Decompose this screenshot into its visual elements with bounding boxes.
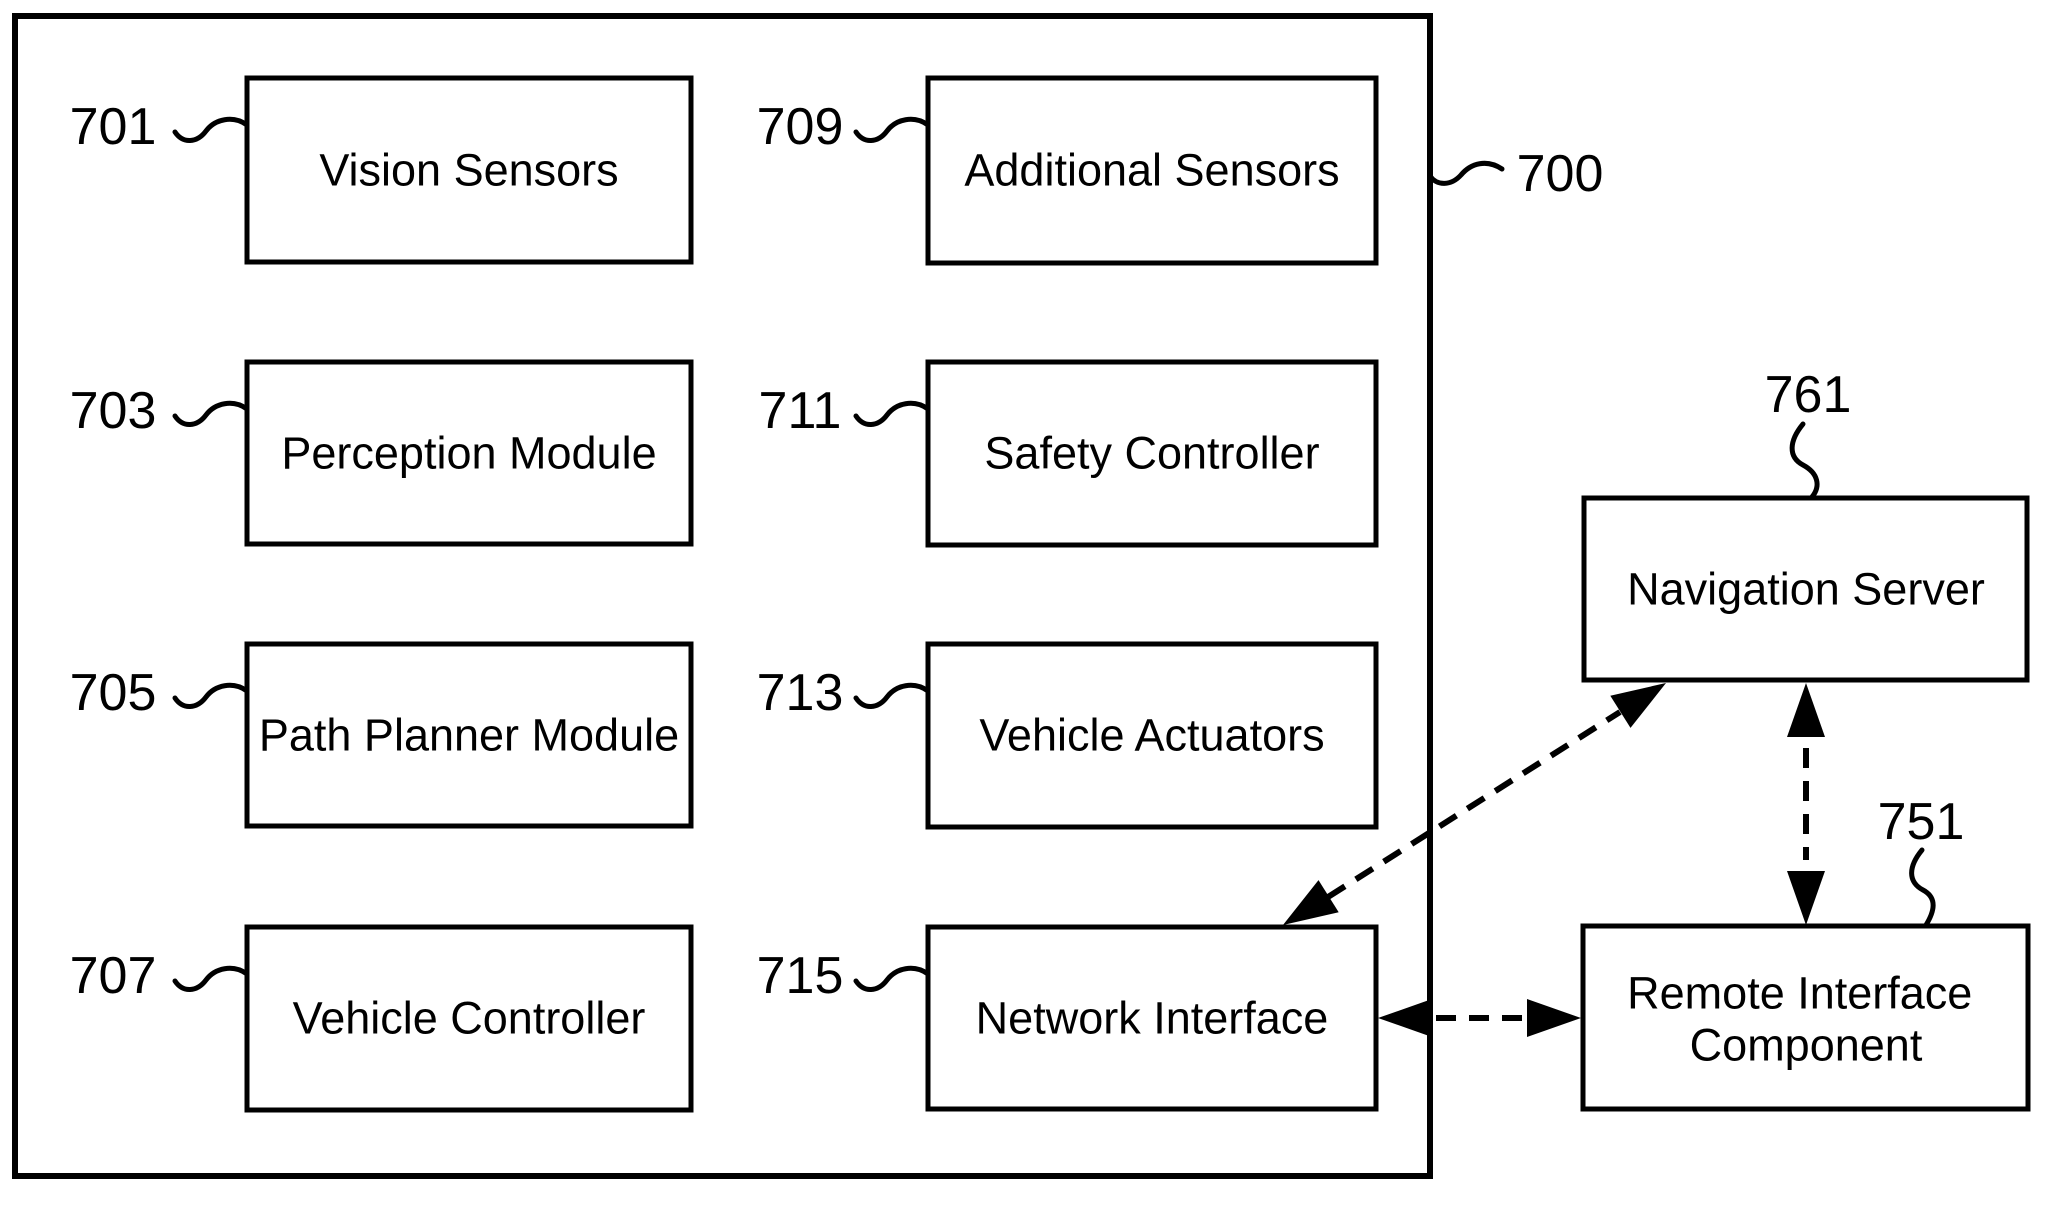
system-boundary-box [12,13,1433,1179]
module-box-vision-sensors [244,75,694,265]
arrowhead-toward-network-interface [1283,880,1339,925]
ref-connector-709 [853,116,931,143]
arrowhead-toward-navigation-server-bottom [1787,683,1825,737]
arrow-network-interface-navigation-server [1283,683,1666,925]
arrow-navigation-server-remote-interface [1787,683,1825,925]
external-label-remote-interface-component: Remote Interface Component [1627,952,1985,1071]
ref-connector-751 [1909,847,1936,928]
arrow-network-interface-remote-interface [1378,999,1581,1037]
ref-label-709: 709 [757,98,844,156]
module-box-additional-sensors [925,75,1379,266]
ref-connector-703 [172,400,250,427]
module-label-safety-controller: Safety Controller [984,428,1319,479]
module-box-network-interface [925,924,1379,1112]
arrowhead-toward-network-interface-right [1378,999,1432,1037]
module-box-vehicle-controller [244,924,694,1113]
module-box-vehicle-actuators [925,641,1379,830]
external-label-navigation-server: Navigation Server [1627,564,1985,615]
ref-connector-701 [172,116,250,143]
module-label-network-interface: Network Interface [976,993,1329,1044]
module-box-safety-controller [925,359,1379,548]
external-box-remote-interface-component [1580,923,2031,1112]
ref-connector-713 [853,682,931,709]
module-label-vision-sensors: Vision Sensors [319,145,618,196]
arrowhead-toward-navigation-server [1610,683,1666,728]
ref-connector-705 [172,682,250,709]
ref-label-713: 713 [757,664,844,722]
remote-interface-label-line2: Component [1690,1020,1923,1071]
external-box-navigation-server [1581,495,2030,683]
ref-connector-711 [853,400,931,427]
ref-label-761: 761 [1765,366,1852,424]
ref-label-715: 715 [757,947,844,1005]
module-label-perception-module: Perception Module [281,428,656,479]
arrowhead-toward-remote-interface-top [1787,871,1825,925]
ref-connector-700 [1427,160,1505,186]
module-label-path-planner-module: Path Planner Module [259,710,679,761]
arrow-line-network-navigation [1326,709,1622,900]
ref-label-751: 751 [1878,793,1965,851]
module-label-vehicle-controller: Vehicle Controller [293,993,646,1044]
module-box-perception-module [244,359,694,547]
remote-interface-label-line1: Remote Interface [1627,968,1972,1019]
ref-label-701: 701 [70,98,157,156]
ref-label-700: 700 [1517,145,1604,203]
ref-connector-715 [853,965,931,992]
ref-label-703: 703 [70,382,157,440]
ref-connector-707 [172,965,250,992]
ref-connector-761 [1789,421,1820,500]
ref-label-711: 711 [759,382,842,440]
ref-label-705: 705 [70,664,157,722]
module-box-path-planner-module [244,641,694,829]
arrowhead-toward-remote-interface-left [1527,999,1581,1037]
module-label-vehicle-actuators: Vehicle Actuators [979,710,1324,761]
module-label-additional-sensors: Additional Sensors [964,145,1339,196]
ref-label-707: 707 [70,947,157,1005]
